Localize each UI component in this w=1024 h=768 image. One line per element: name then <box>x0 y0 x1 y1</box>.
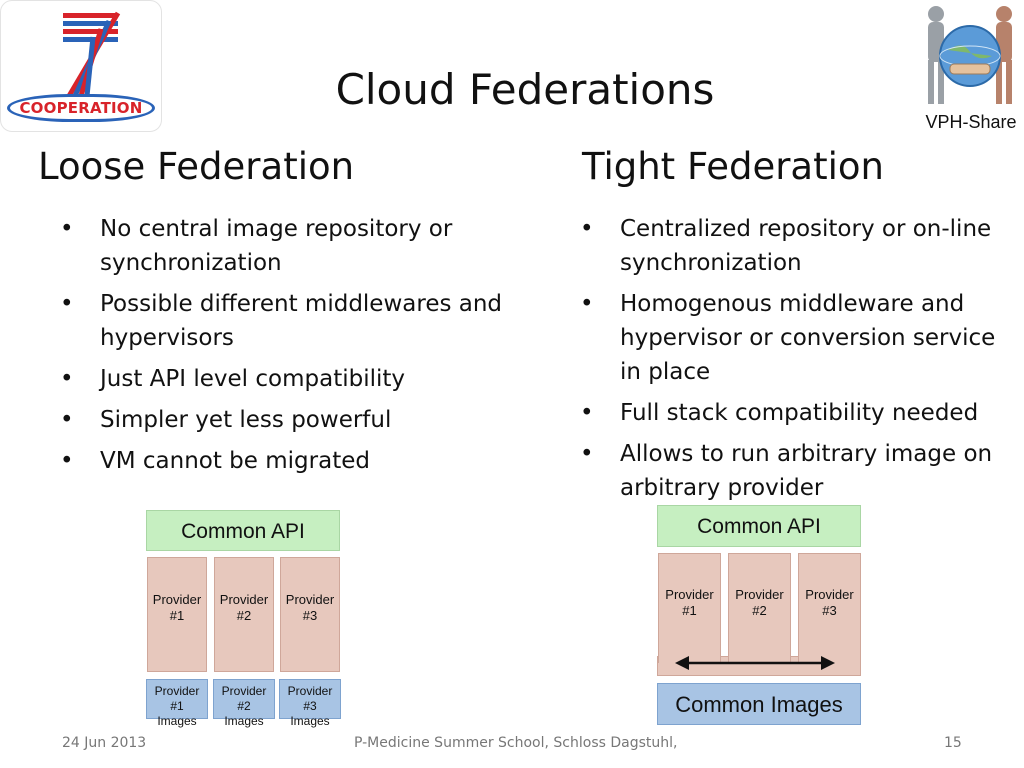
bullet-item: Possible different middlewares and hyper… <box>60 287 520 355</box>
common-api-box: Common API <box>657 505 861 547</box>
bullet-item: Centralized repository or on-line synchr… <box>580 212 1010 280</box>
slide-title: Cloud Federations <box>335 65 715 114</box>
footer-date: 24 Jun 2013 <box>62 735 147 751</box>
common-images-box: Common Images <box>657 683 861 725</box>
images-label: Images <box>157 714 197 728</box>
provider-images-box: Provider #1 Images <box>146 679 208 728</box>
provider-label: Provider <box>735 587 784 602</box>
provider-box: Provider #3 <box>280 557 340 672</box>
cooperation-badge: COOPERATION <box>7 94 155 122</box>
bullet-item: Allows to run arbitrary image on arbitra… <box>580 437 1010 505</box>
common-api-box: Common API <box>146 510 340 551</box>
provider-number: #1 <box>169 608 185 623</box>
provider-box: Provider #1 <box>147 557 207 672</box>
images-label: Images <box>224 714 264 728</box>
slide-number: 15 <box>944 735 962 751</box>
provider-box: Provider #2 <box>214 557 274 672</box>
provider-label: Provider <box>285 592 335 607</box>
provider-label: Provider <box>152 592 202 607</box>
provider-number: #2 <box>236 608 252 623</box>
bullet-item: Simpler yet less powerful <box>60 403 520 437</box>
provider-box: Provider #1 <box>658 553 721 663</box>
globe-handshake-icon <box>928 6 1012 104</box>
bullet-item: No central image repository or synchroni… <box>60 212 520 280</box>
provider-number: #3 <box>822 603 837 618</box>
footer-event: P-Medicine Summer School, Schloss Dagstu… <box>354 735 678 751</box>
loose-federation-heading: Loose Federation <box>38 145 355 188</box>
provider-label: Provider <box>665 587 714 602</box>
fp7-seven-icon <box>63 11 121 98</box>
tight-federation-heading: Tight Federation <box>582 145 884 188</box>
provider-number: #3 <box>302 608 318 623</box>
vph-share-label: VPH-Share <box>925 112 1017 132</box>
bullet-item: Just API level compatibility <box>60 362 520 396</box>
provider-images-box: Provider #3 Images <box>279 679 341 728</box>
provider-images-label: Provider #3 <box>287 684 333 713</box>
provider-box: Provider #3 <box>798 553 861 663</box>
loose-federation-bullets: No central image repository or synchroni… <box>60 212 520 485</box>
cooperation-text: COOPERATION <box>19 99 143 117</box>
double-arrow-icon <box>675 656 835 670</box>
provider-box: Provider #2 <box>728 553 791 663</box>
fp7-cooperation-logo: COOPERATION <box>0 0 162 132</box>
provider-label: Provider <box>219 592 269 607</box>
bullet-item: Full stack compatibility needed <box>580 396 1010 430</box>
provider-number: #2 <box>752 603 767 618</box>
provider-images-label: Provider #1 <box>154 684 200 713</box>
tight-federation-bullets: Centralized repository or on-line synchr… <box>580 212 1010 512</box>
provider-images-box: Provider #2 Images <box>213 679 275 728</box>
vph-share-logo: VPH-Share <box>918 0 1024 135</box>
provider-images-label: Provider #2 <box>221 684 267 713</box>
bullet-item: Homogenous middleware and hypervisor or … <box>580 287 1010 389</box>
provider-label: Provider <box>805 587 854 602</box>
bullet-item: VM cannot be migrated <box>60 444 520 478</box>
images-label: Images <box>290 714 330 728</box>
provider-number: #1 <box>682 603 697 618</box>
